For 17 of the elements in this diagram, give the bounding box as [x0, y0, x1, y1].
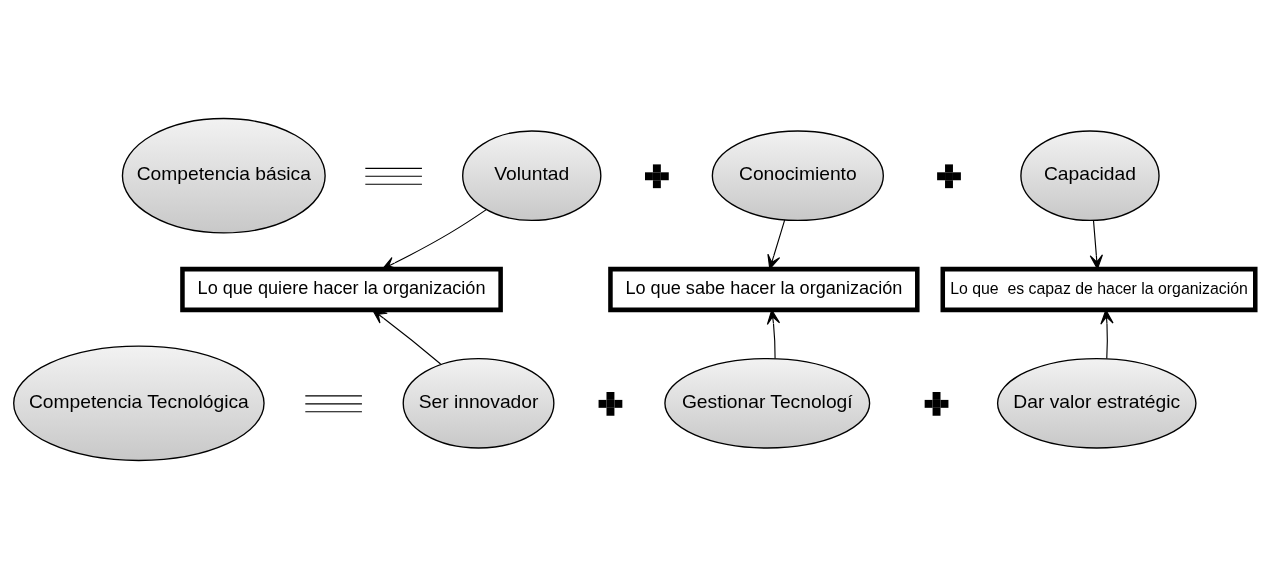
- node-ellipse: Competencia básica: [121, 117, 326, 234]
- arrow: [766, 309, 781, 359]
- node-ellipse: Competencia Tecnológica: [13, 344, 265, 461]
- arrow: [372, 309, 442, 365]
- node-ellipse: Gestionar Tecnologí: [664, 357, 871, 449]
- arrow: [381, 208, 487, 270]
- node-box: Lo que es capaz de hacer la organización: [940, 266, 1258, 312]
- arrow: [1089, 219, 1103, 269]
- node-box: Lo que quiere hacer la organización: [180, 266, 503, 312]
- node-ellipse: Dar valor estratégic: [996, 357, 1197, 449]
- node-ellipse: Voluntad: [462, 129, 602, 221]
- node-ellipse: Capacidad: [1020, 129, 1160, 221]
- arrow: [1100, 309, 1114, 359]
- arrow: [767, 218, 786, 269]
- node-ellipse: Ser innovador: [402, 357, 555, 449]
- node-ellipse: Conocimiento: [711, 129, 884, 221]
- node-box: Lo que sabe hacer la organización: [608, 266, 920, 312]
